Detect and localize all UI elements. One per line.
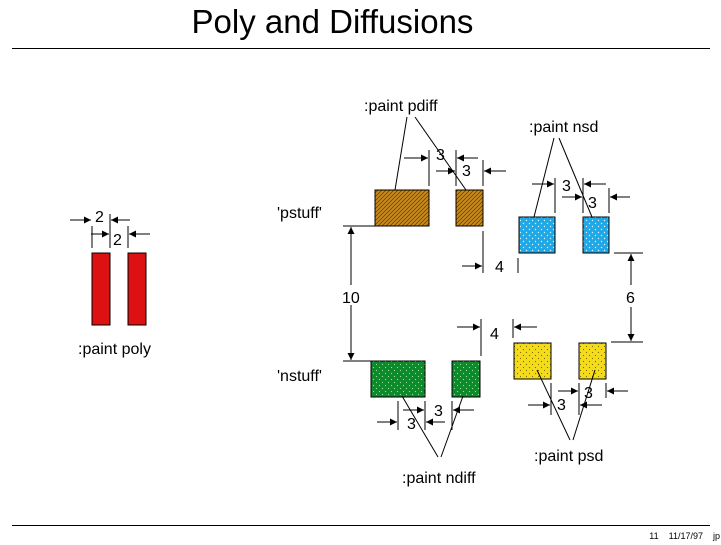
poly-rect-right <box>127 252 147 326</box>
nsd-group: :paint nsd 3 3 <box>518 119 630 254</box>
psd-space-dim: 3 <box>557 397 566 414</box>
nsd-rect-left <box>518 216 556 254</box>
ndiff-space-dim: 3 <box>434 403 443 420</box>
paint-psd-label: :paint psd <box>534 448 603 465</box>
pstuff-nstuff-space-dim: 10 <box>342 290 360 307</box>
footer: 11 11/17/97 jp <box>639 530 720 542</box>
psd-rect-left <box>513 342 552 380</box>
pdiff-rect-left <box>374 189 430 227</box>
pdiff-space-dim: 3 <box>436 147 445 164</box>
poly-rect-left <box>91 252 111 326</box>
pdiff-nsd-gap-dim: 4 <box>495 259 504 276</box>
pdiff-width-dim: 3 <box>462 163 471 180</box>
footer-date: 11/17/97 <box>668 531 703 541</box>
ndiff-psd-gap-dim: 4 <box>490 326 499 343</box>
paint-ndiff-label: :paint ndiff <box>402 470 476 487</box>
paint-poly-label: :paint poly <box>78 341 151 358</box>
ndiff-rect-left <box>370 360 426 398</box>
poly-width-dim: 2 <box>95 209 104 226</box>
pdiff-group: :paint pdiff 3 3 <box>364 98 506 227</box>
footer-rule <box>12 525 710 526</box>
title-rule <box>12 48 710 49</box>
nsd-width-dim: 3 <box>588 195 597 212</box>
nsd-space-dim: 3 <box>562 178 571 195</box>
paint-nsd-label: :paint nsd <box>529 119 598 136</box>
paint-pdiff-label: :paint pdiff <box>364 98 438 115</box>
footer-author: jp <box>712 531 720 541</box>
psd-rect-right <box>578 342 607 380</box>
nsd-psd-space-dim: 6 <box>626 290 635 307</box>
pdiff-rect-right <box>455 189 484 227</box>
psd-group: 3 3 :paint psd <box>513 342 628 465</box>
ndiff-width-dim: 3 <box>407 416 416 433</box>
slide-title: Poly and Diffusions <box>191 3 474 40</box>
psd-width-dim: 3 <box>584 385 593 402</box>
ndiff-rect-right <box>451 360 481 398</box>
poly-space-dim: 2 <box>113 232 122 249</box>
pstuff-label: 'pstuff' <box>277 205 322 222</box>
page-number: 11 <box>649 531 659 541</box>
ndiff-group: 3 3 :paint ndiff <box>370 360 481 487</box>
nstuff-label: 'nstuff' <box>277 368 322 385</box>
poly-group: 2 2 :paint poly <box>70 209 151 358</box>
nsd-rect-right <box>582 216 610 254</box>
